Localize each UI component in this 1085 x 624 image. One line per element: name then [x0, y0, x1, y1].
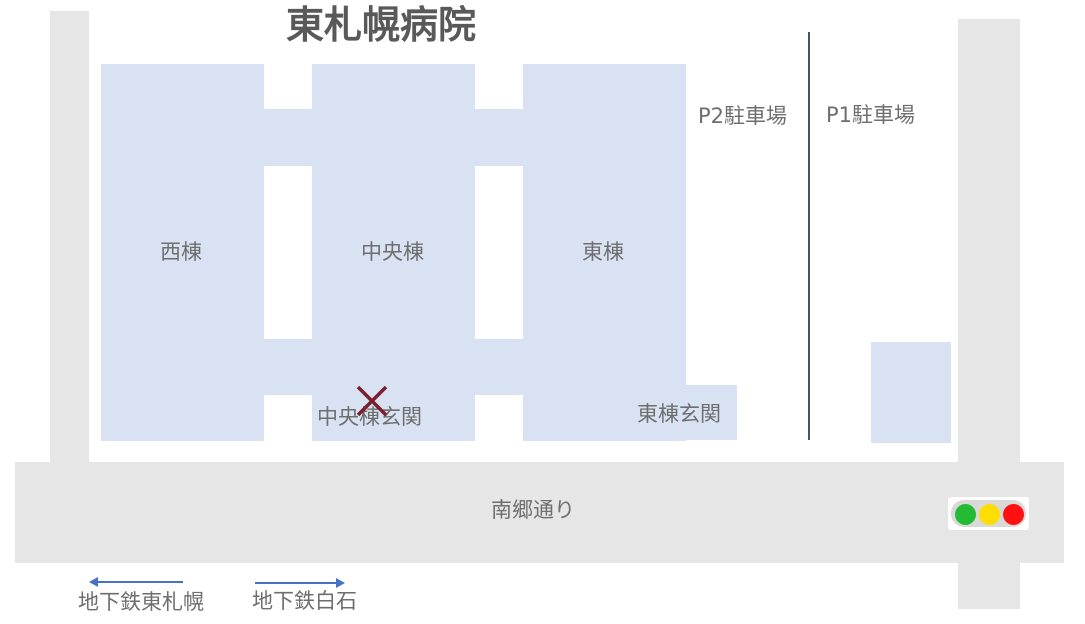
- map-title: 東札幌病院: [286, 3, 477, 47]
- direction-right-label: 地下鉄白石: [252, 589, 357, 613]
- direction-left-label: 地下鉄東札幌: [78, 590, 204, 614]
- x-mark-icon: [356, 385, 388, 417]
- traffic-light-icon: [948, 497, 1029, 530]
- building-east: [523, 64, 686, 441]
- green-light: [955, 504, 976, 525]
- parking-p2-label: P2駐車場: [698, 104, 788, 128]
- parking-divider: [808, 32, 810, 440]
- building-west-label: 西棟: [160, 240, 202, 264]
- building-east-label: 東棟: [582, 240, 624, 264]
- connector-central-east-upper: [475, 109, 523, 166]
- road-label: 南郷通り: [491, 498, 575, 522]
- building-central-label: 中央棟: [361, 240, 424, 264]
- connector-west-central-lower: [264, 339, 312, 395]
- east-entrance-label: 東棟玄関: [637, 402, 721, 426]
- traffic-light-housing: [951, 500, 1026, 527]
- connector-west-central-upper: [264, 109, 312, 166]
- connector-central-east-lower: [475, 339, 523, 395]
- parking-structure: [871, 342, 951, 443]
- arrow-left-icon: [89, 577, 183, 587]
- yellow-light: [979, 504, 1000, 525]
- parking-p1-label: P1駐車場: [826, 103, 916, 127]
- building-west: [101, 64, 264, 441]
- building-central: [312, 64, 475, 441]
- central-entrance-label: 中央棟玄関: [317, 405, 422, 429]
- east-entrance-annex: [686, 385, 737, 440]
- red-light: [1003, 504, 1024, 525]
- arrow-right-icon: [255, 578, 345, 588]
- road-left-vertical: [50, 11, 89, 463]
- road-nango-dori: [15, 462, 1064, 563]
